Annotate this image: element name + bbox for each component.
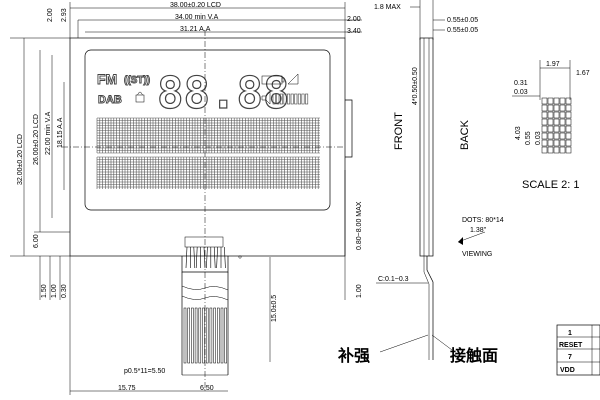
dim-055-b: 0.55±0.05 <box>447 27 478 34</box>
viewing-angle: DOTS: 80*14 1.38" VIEWING <box>457 217 504 258</box>
dim-lcd-width: 38.00±0.20 LCD <box>170 2 221 9</box>
dim-bottom-600: 6.00 <box>33 234 40 248</box>
angle-label: 1.38" <box>470 227 487 234</box>
contact-surface-label: 接触面 <box>450 346 498 365</box>
dim-right-340: 3.40 <box>347 28 361 35</box>
side-tab <box>345 99 353 158</box>
dim-chamfer: C:0.1~0.3 <box>378 276 409 283</box>
dim-va-lcd-height: 26.00±0.20 LCD <box>33 114 40 165</box>
fpc-connector <box>181 236 242 375</box>
back-label: BACK <box>459 119 471 150</box>
pin-7: 7 <box>568 354 572 361</box>
dim-197: 1.97 <box>546 61 560 68</box>
side-view: 1.8 MAX 0.55±0.05 0.55±0.05 4*0.50±0.50 … <box>337 0 498 365</box>
volume-bars <box>272 93 309 105</box>
front-label: FRONT <box>393 112 405 150</box>
viewing-area <box>84 49 331 211</box>
pin-1: 1 <box>568 330 572 337</box>
pin-reset: RESET <box>559 342 583 349</box>
stereo-icon: ((ST)) <box>124 75 150 86</box>
dim-fpc-length: 15.0±0.5 <box>271 295 278 322</box>
dim-167: 1.67 <box>576 70 590 77</box>
stiffener-label: 补强 <box>337 346 370 365</box>
dots-label: DOTS: 80*14 <box>462 217 504 224</box>
dim-lcd-height: 32.00±0.20 LCD <box>17 134 24 185</box>
scale-label: SCALE 2: 1 <box>522 179 579 191</box>
dim-thickness: 0.80~8.00 MAX <box>356 201 363 250</box>
dim-aa-width: 31.21 A.A <box>180 26 211 33</box>
dab-icon: DAB <box>98 94 122 106</box>
dim-055-a: 0.55±0.05 <box>447 17 478 24</box>
dim-003-a: 0.03 <box>514 89 528 96</box>
dim-left-200: 2.00 <box>47 8 54 22</box>
dim-003-b: 0.03 <box>535 131 542 145</box>
pin-vdd: VDD <box>560 367 575 374</box>
fm-icon: FM <box>97 71 117 87</box>
speaker-icon <box>261 91 271 105</box>
dim-450: 4*0.50±0.50 <box>412 67 419 105</box>
seven-segment-digits: 88.88 <box>157 68 289 119</box>
dim-b-150: 1.50 <box>41 284 48 298</box>
dim-031: 0.31 <box>514 80 528 87</box>
dim-aa-height: 18.15 A.A <box>57 117 64 148</box>
dot-detail: 1.97 1.67 0.31 0.03 4.03 0.55 0.03 SCALE… <box>512 60 590 191</box>
dim-055: 0.55 <box>525 131 532 145</box>
dim-va-height: 22.00 min V.A <box>45 111 52 155</box>
dim-b-030: 0.30 <box>61 284 68 298</box>
dim-pitch: p0.5*11=5.50 <box>124 368 165 375</box>
lock-icon <box>135 94 145 103</box>
viewing-label: VIEWING <box>462 251 492 258</box>
dim-b-100: 1.00 <box>51 284 58 298</box>
dim-right-100: 1.00 <box>356 284 363 298</box>
dim-403: 4.03 <box>515 126 522 140</box>
dim-right-200: 2.00 <box>347 16 361 23</box>
segment-area: FM ((ST)) DAB 88.88 <box>97 67 309 120</box>
dim-b-650: 6.50 <box>200 385 214 392</box>
dim-b-1575: 15.75 <box>118 385 136 392</box>
dim-18max: 1.8 MAX <box>374 4 401 11</box>
dim-left-293: 2.93 <box>61 8 68 22</box>
pin-table: 1 RESET 7 VDD <box>556 324 600 376</box>
dot-matrix <box>96 117 320 189</box>
dim-va-width: 34.00 min V.A <box>175 14 219 21</box>
signal-icon <box>287 73 299 85</box>
